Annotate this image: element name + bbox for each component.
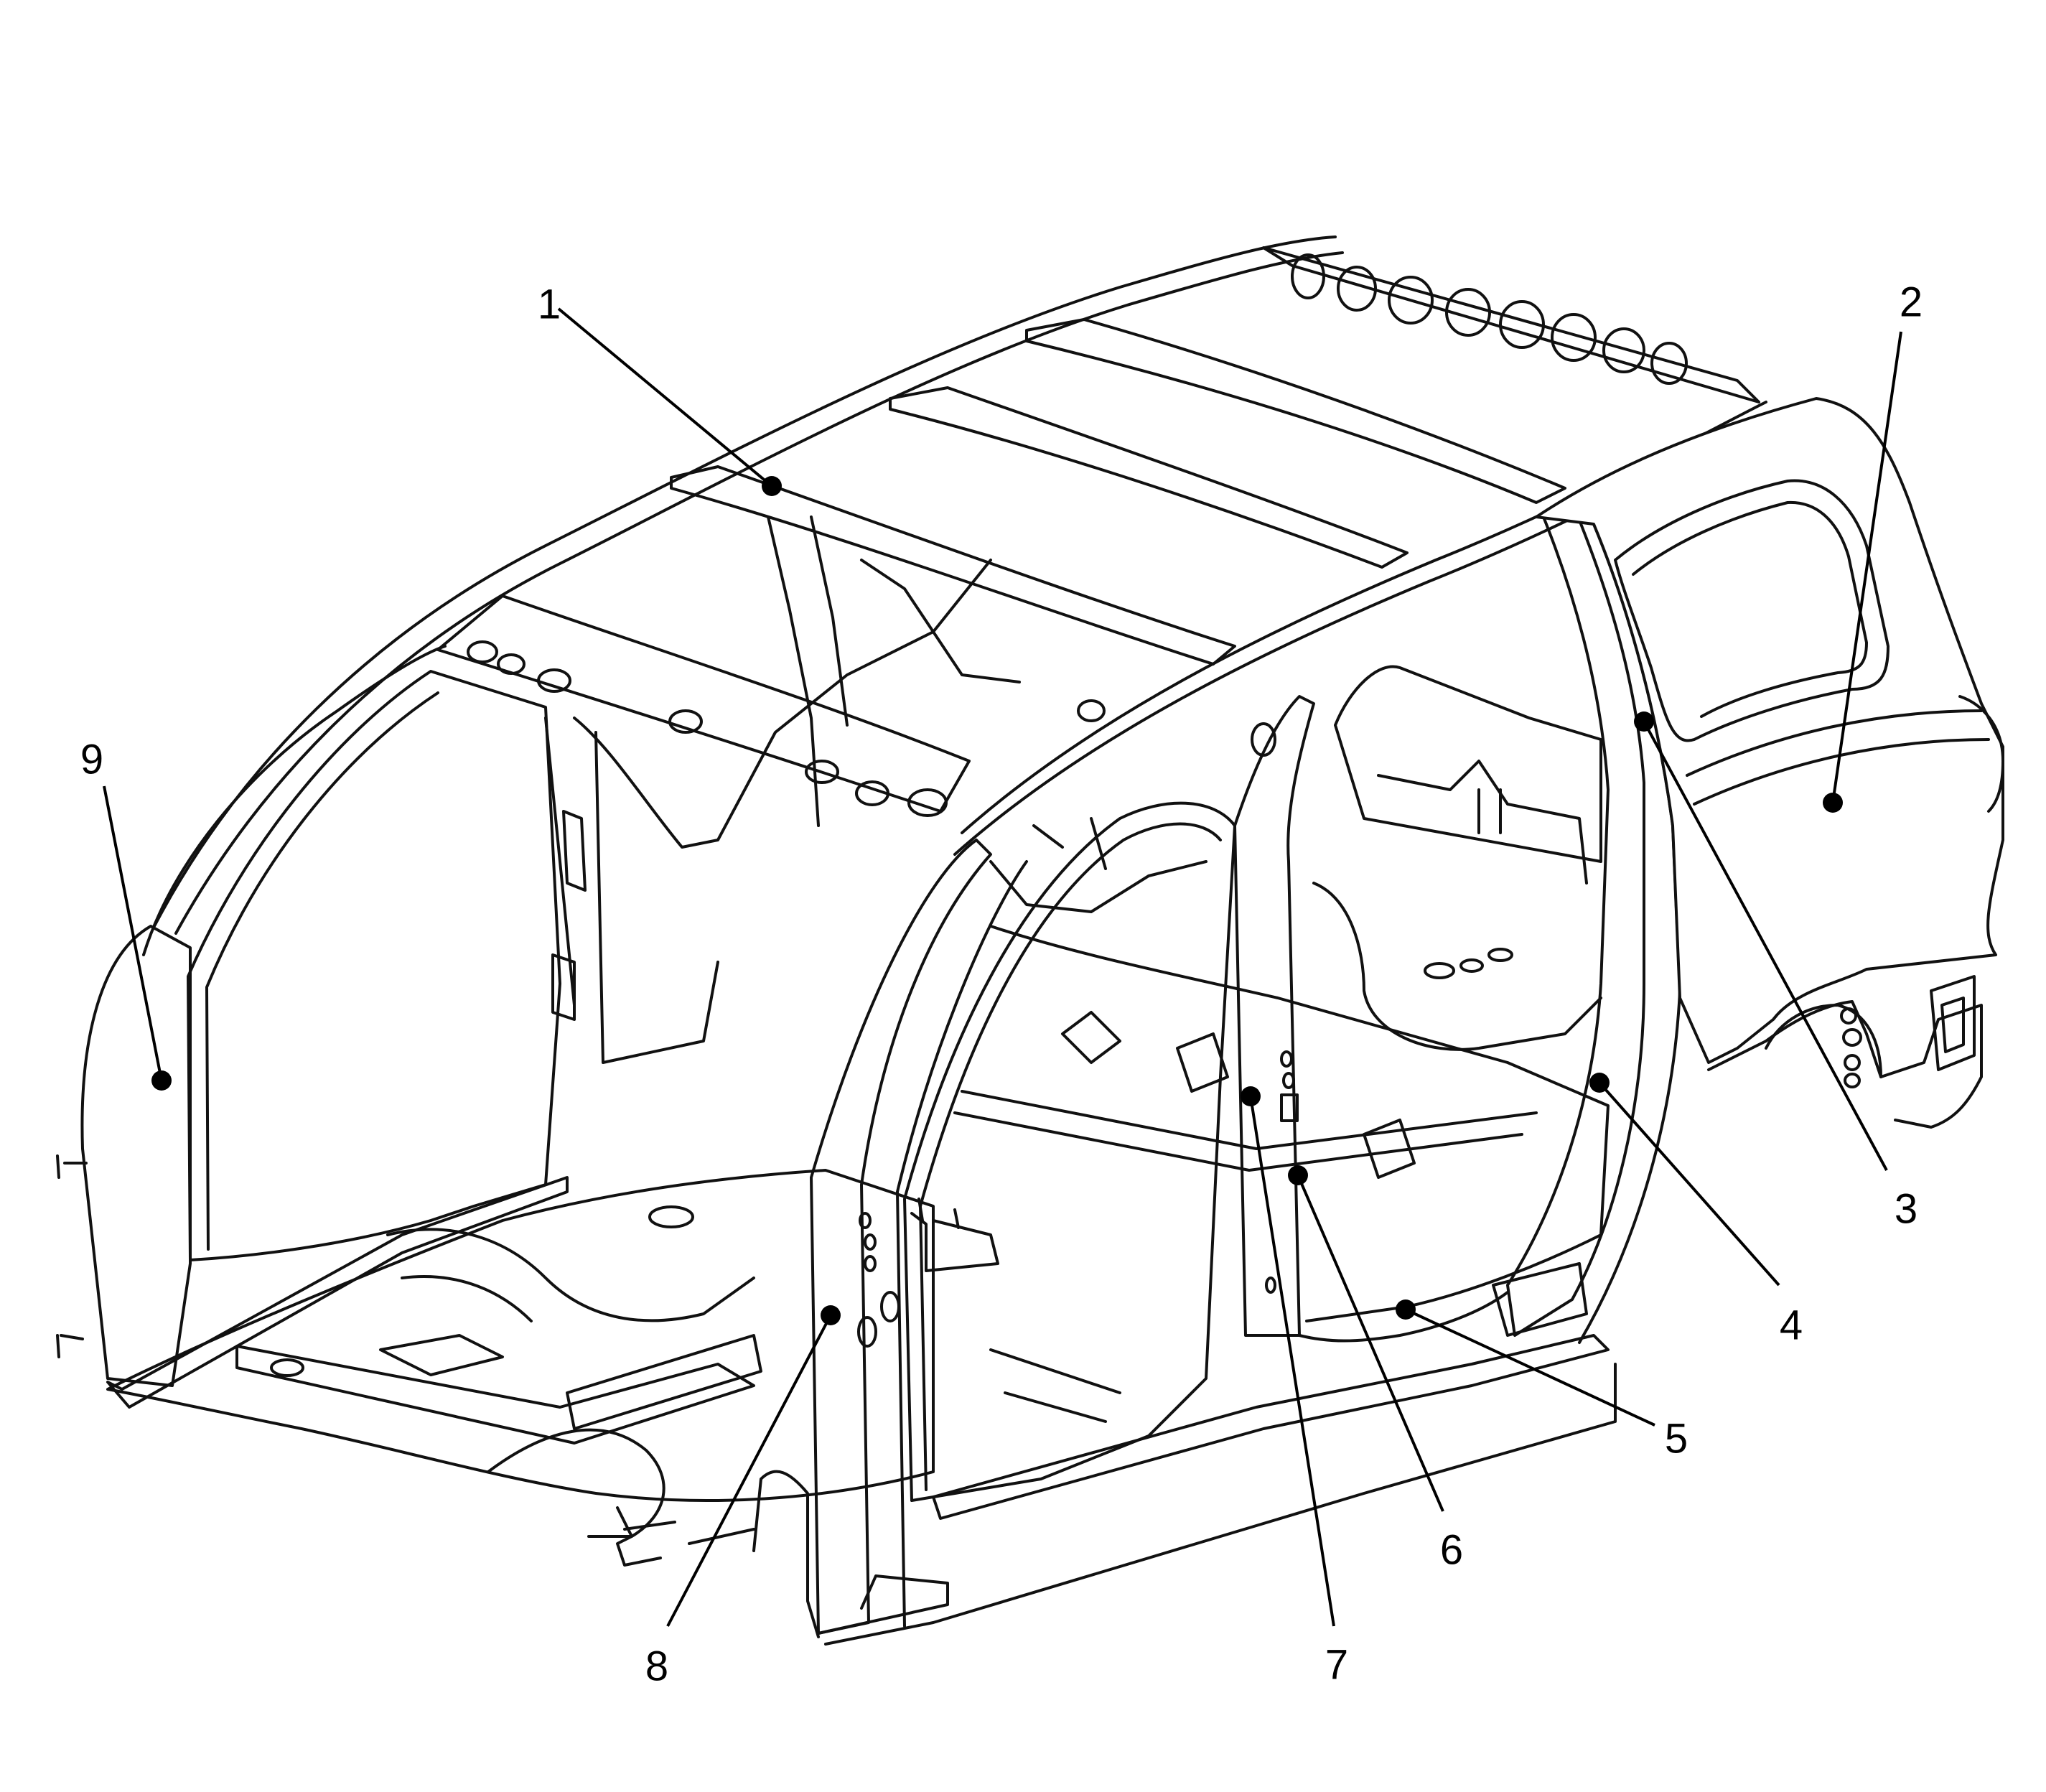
callouts: 1 2 3 4 5 6 (80, 279, 1923, 1689)
roof-bow-rear (1025, 318, 1566, 504)
callout-label-2: 2 (1900, 279, 1923, 325)
callout-2-dot (1823, 793, 1843, 813)
rear-floor-wheelhouse (1312, 882, 1602, 1051)
roof-side-rail-left (153, 235, 1337, 928)
callout-label-6: 6 (1440, 1526, 1463, 1573)
center-floor-line (989, 1348, 1121, 1423)
front-door-opening-left (187, 670, 561, 1261)
callout-3-dot (1634, 711, 1654, 732)
callout-label-7: 7 (1325, 1641, 1348, 1688)
rear-quarter-window-inner (1632, 500, 1868, 718)
front-floor-crossmember (235, 1345, 755, 1445)
callout-label-1: 1 (538, 281, 561, 327)
rear-door-sill (1298, 1291, 1509, 1343)
callout-9-dot (151, 1070, 172, 1091)
callout-8-dot (821, 1305, 841, 1325)
roof-bow-middle (889, 386, 1409, 569)
inner-body-side-2 (989, 817, 1207, 913)
callout-8: 8 (645, 1305, 841, 1689)
callout-6-dot (1288, 1165, 1308, 1185)
rear-floor-hole-3 (1487, 948, 1513, 962)
windshield-header (436, 594, 971, 813)
rear-taillamp-pocket (1930, 975, 1976, 1071)
rear-quarter-tail-edge (1958, 695, 2004, 813)
rear-window-inner (1334, 665, 1602, 863)
rear-door-opening-left-inner (919, 822, 1222, 1491)
callout-label-3: 3 (1895, 1185, 1917, 1232)
b-pillar-left-foot (817, 1574, 949, 1635)
rear-quarter-holes (1840, 1007, 1862, 1088)
front-lower-crossmember (487, 1428, 665, 1567)
callout-label-4: 4 (1780, 1302, 1803, 1348)
a-pillar-left (142, 645, 447, 956)
vehicle-body-line-art (56, 235, 2004, 1646)
rear-floor (989, 925, 1610, 1322)
callout-label-5: 5 (1665, 1415, 1688, 1462)
callout-1-dot (762, 476, 782, 496)
rear-floor-pads (1061, 1011, 1416, 1179)
callout-5-dot (1396, 1299, 1416, 1320)
rear-floor-hole-2 (1459, 958, 1484, 973)
rear-seat-crossmember (953, 1090, 1538, 1172)
callout-2: 2 (1823, 279, 1923, 813)
d-pillar-right (1506, 501, 1645, 1337)
callout-label-8: 8 (645, 1643, 668, 1689)
front-floor-pan (106, 1169, 935, 1502)
callout-6: 6 (1288, 1165, 1463, 1573)
callout-4-dot (1589, 1073, 1610, 1093)
rear-quarter-panel (1535, 397, 2004, 1064)
roof-bow-front (670, 465, 1236, 666)
front-floor-pad-left (379, 1334, 504, 1376)
rear-door-opening-left (903, 801, 1236, 1502)
floor-drain-hole (648, 1205, 694, 1228)
b-pillar-left (810, 839, 992, 1635)
cowl-holes (467, 640, 1106, 817)
callout-3: 3 (1634, 711, 1917, 1232)
callout-5: 5 (1396, 1299, 1688, 1462)
callout-7-dot (1241, 1086, 1261, 1106)
rear-quarter-inner (1377, 760, 1588, 885)
rear-quarter-window (1614, 479, 1889, 742)
front-inner-pillar-detail (551, 810, 587, 1021)
rear-wheel-arch (1765, 1004, 1882, 1078)
a-pillar-right-inner (767, 515, 849, 827)
b-pillar-left-outer (896, 860, 1028, 1628)
callout-4: 4 (1589, 1073, 1803, 1348)
rear-step-pad (1492, 1262, 1588, 1337)
callout-9: 9 (80, 736, 172, 1091)
front-hinge-pillar-left (80, 925, 192, 1387)
callout-1: 1 (538, 281, 782, 496)
front-floor-rail (566, 1334, 762, 1430)
roof-side-rail-left-inner (174, 251, 1344, 935)
rocker-left (106, 1176, 569, 1409)
rear-quarter-bottom (1707, 1000, 1983, 1129)
rocker-right-lower (824, 1363, 1617, 1646)
c-pillar-left (1233, 695, 1315, 1337)
floor-drain-hole-front (270, 1358, 304, 1377)
inner-body-side (573, 559, 1021, 849)
callout-7: 7 (1241, 1086, 1348, 1688)
rear-header-holes (1291, 253, 1688, 385)
seat-mount-pads (910, 1198, 999, 1272)
front-floor-tunnel (386, 1228, 755, 1322)
c-pillar-left-holes (1251, 722, 1299, 1294)
body-side-lower-left (623, 1470, 820, 1638)
callout-label-9: 9 (80, 736, 103, 783)
roof-rear-header (1262, 246, 1760, 403)
front-door-opening-left-inner (205, 691, 439, 1251)
front-hinge-pillar-left-flange (56, 1154, 88, 1358)
b-pillar-left-holes (857, 1212, 900, 1348)
rear-floor-hole-1 (1424, 962, 1455, 979)
dash-panel (544, 717, 719, 1064)
rocker-right (932, 1334, 1610, 1520)
